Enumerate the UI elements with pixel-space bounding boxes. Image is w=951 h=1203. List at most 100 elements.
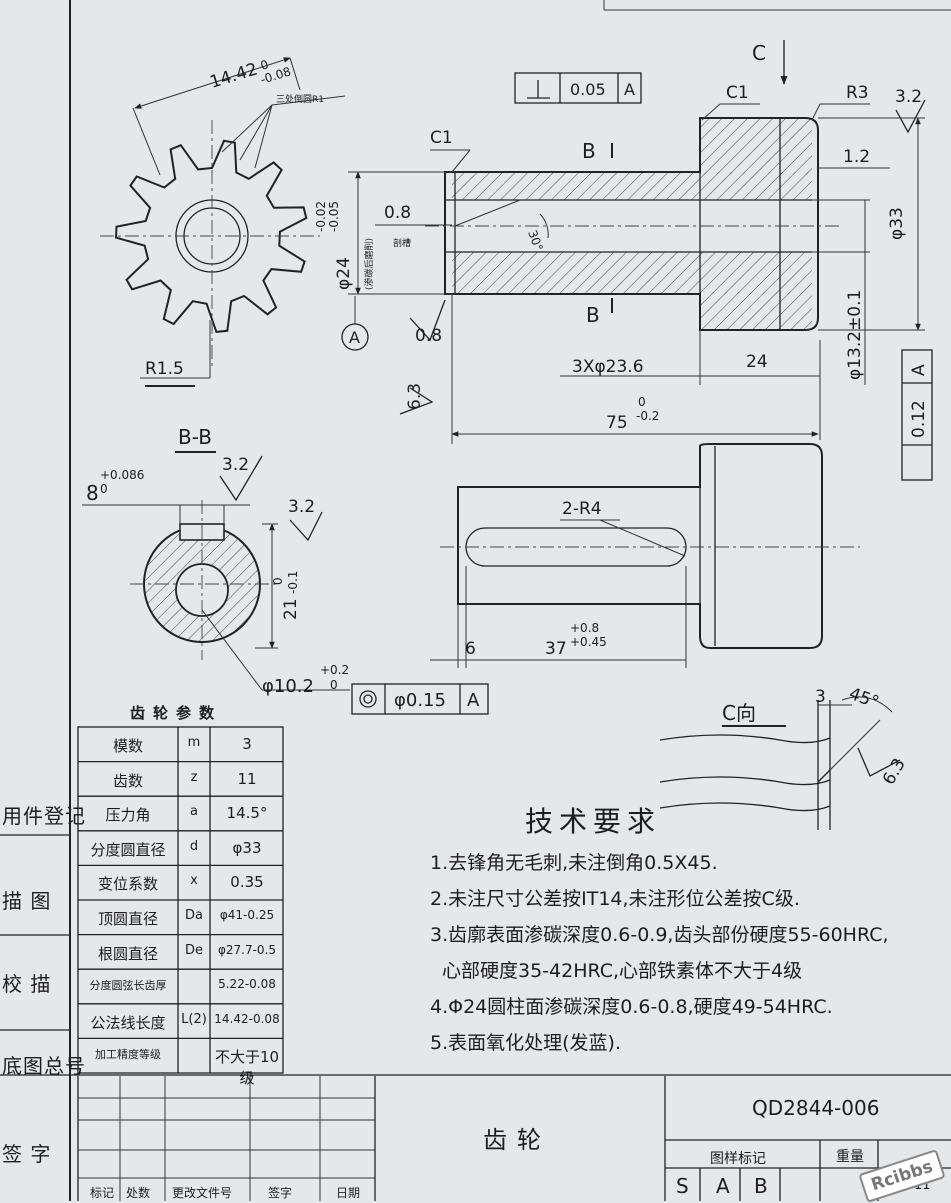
key-tol-low: 0 xyxy=(100,482,108,496)
runout-value: 0.12 xyxy=(909,400,929,438)
chamfer-right: C1 xyxy=(726,83,749,103)
param-value-8: 14.42-0.08 xyxy=(214,1011,280,1026)
mark-b: B xyxy=(754,1174,768,1198)
tech-item-5: 5.表面氧化处理(发蓝). xyxy=(430,1032,621,1054)
concentricity-datum: A xyxy=(467,690,480,711)
cone-dim: 0.8 xyxy=(384,203,411,223)
tech-requirements-title: 技术要求 xyxy=(525,805,662,838)
bb-roughness-1: 3.2 xyxy=(222,455,249,475)
tech-item-3-cont: 心部硬度35-42HRC,心部铁素体不大于4级 xyxy=(442,960,803,982)
shaft-note: (渗碳后磨削) xyxy=(363,238,375,290)
tech-item-3: 3.齿廓表面渗碳深度0.6-0.9,齿头部份硬度55-60HRC, xyxy=(430,924,889,946)
footer-mark: 标记 xyxy=(90,1186,115,1200)
bore-tol-low: 0 xyxy=(330,678,338,692)
radius-right: R3 xyxy=(846,83,869,103)
param-name-6: 根圆直径 xyxy=(97,944,158,963)
param-name-7: 分度圆弦长齿厚 xyxy=(89,979,167,993)
drawing-number: QD2844-006 xyxy=(752,1096,880,1120)
key-tol-up: +0.086 xyxy=(100,468,144,482)
title-block xyxy=(78,1076,951,1201)
groove-dim: 3Xφ23.6 xyxy=(572,357,644,377)
tech-item-2: 2.未注尺寸公差按IT14,未注形位公差按C级. xyxy=(430,888,800,910)
param-value-0: 3 xyxy=(242,735,252,753)
param-name-0: 模数 xyxy=(112,737,143,755)
c-depth: 3 xyxy=(815,687,826,707)
c-view xyxy=(659,696,901,830)
roughness-right: 3.2 xyxy=(895,87,922,107)
param-name-9: 加工精度等级 xyxy=(95,1048,161,1062)
offset-dim: 6 xyxy=(465,639,476,659)
mark-s: S xyxy=(676,1174,689,1198)
param-symbol-1: z xyxy=(190,769,198,785)
side-label-base-number: 底图总号 xyxy=(2,1054,86,1078)
total-len: 75 xyxy=(606,413,628,433)
footer-count: 处数 xyxy=(126,1186,151,1200)
c-roughness: 6.3 xyxy=(879,755,910,788)
depth-tol-low: -0.1 xyxy=(286,571,300,594)
param-symbol-2: a xyxy=(190,804,198,820)
bore-dim: φ10.2 xyxy=(262,676,314,697)
chord-dim: 14.42 xyxy=(208,59,260,92)
side-label-grid xyxy=(0,834,70,1031)
chamfer-note: 三处倒圆R1 xyxy=(276,93,324,105)
perp-datum: A xyxy=(624,80,635,99)
param-value-7: 5.22-0.08 xyxy=(218,977,276,992)
tech-item-4: 4.Φ24圆柱面渗碳深度0.6-0.8,硬度49-54HRC. xyxy=(430,996,833,1018)
footer-date: 日期 xyxy=(336,1186,361,1200)
footer-change-doc: 更改文件号 xyxy=(172,1186,233,1200)
concentricity-value: φ0.15 xyxy=(394,690,446,711)
bore-dia: φ13.2±0.1 xyxy=(845,290,865,380)
shaft-dia: φ24 xyxy=(334,257,354,290)
datum-a: A xyxy=(349,328,360,347)
key-width: 8 xyxy=(86,481,99,505)
main-section-view xyxy=(341,40,933,481)
perp-value: 0.05 xyxy=(570,80,606,99)
param-value-6: φ27.7-0.5 xyxy=(217,942,277,957)
head-len: 24 xyxy=(746,352,768,372)
chamfer-left: C1 xyxy=(430,128,453,148)
param-name-3: 分度圆直径 xyxy=(90,840,166,859)
roughness-08: 0.8 xyxy=(415,326,442,346)
side-label-checking: 校 描 xyxy=(2,972,52,996)
gear-params-title: 齿轮参数 xyxy=(130,704,223,722)
param-value-1: 11 xyxy=(237,769,257,788)
outer-dia: φ33 xyxy=(887,207,907,240)
part-name: 齿轮 xyxy=(483,1126,551,1154)
runout-datum: A xyxy=(909,364,929,376)
slot-tol-up: +0.8 xyxy=(570,621,599,635)
param-value-5: φ41-0.25 xyxy=(219,908,275,922)
bb-roughness-2: 3.2 xyxy=(288,497,315,517)
chord-tol-up: 0 xyxy=(259,57,270,73)
bore-tol-up: +0.2 xyxy=(320,663,349,677)
pattern-mark-label: 图样标记 xyxy=(710,1151,766,1167)
roughness-63: 6.3 xyxy=(405,383,425,410)
param-name-2: 压力角 xyxy=(105,806,151,825)
view-marker: C xyxy=(752,41,766,65)
step-dim: 1.2 xyxy=(843,147,870,167)
gear-param-table xyxy=(77,726,284,1074)
slot-radius: 2-R4 xyxy=(562,499,602,519)
side-label-registration: 用件登记 xyxy=(2,804,86,828)
param-symbol-6: De xyxy=(184,942,203,958)
footer-sign: 签字 xyxy=(268,1186,293,1200)
mark-a: A xyxy=(716,1174,730,1198)
param-value-9: 不大于10级 xyxy=(214,1048,280,1088)
slot-len: 37 xyxy=(545,639,567,659)
param-symbol-3: d xyxy=(189,838,199,854)
depth-tol-up: 0 xyxy=(271,577,285,585)
param-name-1: 齿数 xyxy=(112,771,143,790)
side-label-tracing: 描 图 xyxy=(2,889,52,913)
param-value-3: φ33 xyxy=(232,838,262,857)
param-name-5: 顶圆直径 xyxy=(97,910,158,928)
shaft-tol-low: -0.05 xyxy=(327,201,341,232)
param-symbol-5: Da xyxy=(185,908,203,923)
param-symbol-4: x xyxy=(190,873,198,889)
param-name-8: 公法线长度 xyxy=(90,1013,166,1032)
perpendicularity-frame xyxy=(514,72,642,104)
param-value-2: 14.5° xyxy=(226,804,268,823)
depth-dim: 21 xyxy=(281,598,301,620)
param-value-4: 0.35 xyxy=(230,873,264,892)
section-marker-bottom: B xyxy=(586,303,600,327)
section-bb-label: B-B xyxy=(178,425,212,449)
param-symbol-8: L(2) xyxy=(181,1011,207,1027)
